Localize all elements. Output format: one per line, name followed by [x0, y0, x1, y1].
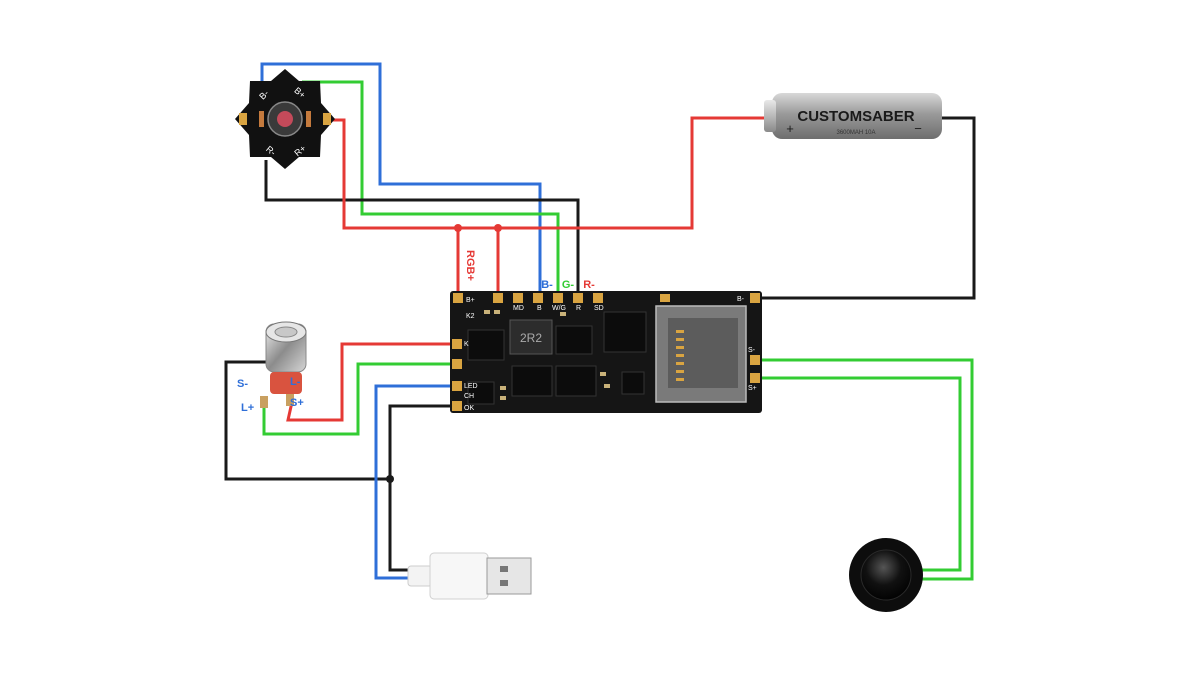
momentary-switch: S- L- L+ S+: [237, 321, 307, 414]
svg-text:LED: LED: [464, 383, 478, 390]
usb-connector-hole: [500, 580, 508, 586]
switch-led-ring: [270, 372, 302, 394]
usb-plug-body: [429, 552, 489, 600]
wire-switch-red: [286, 342, 458, 422]
sd-card-slot-inner: [668, 318, 738, 388]
board-right-pads: [750, 355, 760, 383]
led-pad: [239, 113, 247, 125]
wire-led-red: [330, 116, 775, 230]
battery-body: [772, 93, 942, 139]
speaker: [849, 538, 923, 612]
board-left-pads: [452, 339, 462, 411]
speaker-cone: [860, 549, 912, 601]
wire-battery-negative: [756, 116, 976, 300]
board-chip: [621, 371, 645, 395]
usb-connector-hole: [500, 566, 508, 572]
svg-text:K: K: [464, 341, 469, 348]
board-chip: [555, 325, 593, 355]
svg-text:B: B: [537, 305, 542, 312]
wire-junction: [386, 475, 394, 483]
switch-label-s-plus: S+: [290, 397, 304, 409]
led-pad: [323, 113, 331, 125]
battery-cell: CUSTOMSABER + − 3600MAH 10A: [764, 93, 942, 139]
rgb-led-star: B- B+ R- R+: [235, 69, 335, 169]
led-pad: [306, 111, 311, 127]
switch-lug: [260, 396, 268, 408]
svg-text:B+: B+: [466, 297, 475, 304]
switch-label-l-minus: L-: [290, 376, 301, 388]
board-label-r-minus: R-: [583, 279, 595, 291]
battery-plus: +: [786, 121, 794, 136]
board-chip: [467, 329, 505, 361]
svg-text:CH: CH: [464, 393, 474, 400]
svg-text:S-: S-: [748, 347, 756, 354]
led-pad: [259, 111, 264, 127]
battery-minus: −: [914, 121, 922, 136]
board-chip: [467, 381, 495, 405]
wire-speaker-1: [760, 358, 974, 581]
board-inductor: [509, 319, 553, 355]
board-silkscreen: B+ K2 K LED CH OK MD B W/G R SD B- S- S+: [464, 296, 757, 412]
wires: [224, 62, 976, 581]
board-chip: [511, 365, 553, 397]
svg-text:B-: B-: [737, 296, 745, 303]
wire-junction: [454, 224, 462, 232]
sound-board: RGB+ B- G- R- 2R: [450, 250, 762, 413]
usb-charging-plug: [407, 552, 532, 600]
svg-text:S+: S+: [748, 385, 757, 392]
board-label-rgb-plus: RGB+: [464, 250, 476, 281]
switch-label-l-plus: L+: [241, 402, 254, 414]
board-smd-parts: [484, 310, 610, 400]
switch-button: [274, 326, 298, 338]
wire-led-black: [264, 160, 580, 296]
battery-brand: CUSTOMSABER: [797, 108, 914, 125]
sd-card-contacts: [676, 330, 684, 381]
board-chip: [603, 311, 647, 353]
svg-text:OK: OK: [464, 405, 474, 412]
svg-text:MD: MD: [513, 305, 524, 312]
switch-label-s-minus: S-: [237, 378, 248, 390]
board-chip: [555, 365, 597, 397]
switch-lug: [286, 394, 294, 406]
led-die: [277, 111, 293, 127]
wire-led-green: [302, 80, 560, 296]
svg-text:W/G: W/G: [552, 305, 566, 312]
wire-junction: [494, 224, 502, 232]
svg-text:R: R: [576, 305, 581, 312]
wire-usb-black: [388, 404, 458, 572]
wire-switch-black: [224, 360, 390, 481]
usb-cable-strain: [407, 565, 433, 587]
battery-spec: 3600MAH 10A: [836, 130, 875, 136]
wire-switch-green: [262, 362, 458, 436]
battery-cap: [764, 100, 776, 132]
board-label-b-minus: B-: [541, 279, 553, 291]
board-top-pads: [453, 293, 760, 303]
svg-text:SD: SD: [594, 305, 604, 312]
usb-connector: [486, 557, 532, 595]
svg-text:K2: K2: [466, 313, 475, 320]
wire-usb-blue: [374, 384, 458, 580]
wire-speaker-2: [760, 376, 962, 572]
board-label-g-minus: G-: [562, 279, 575, 291]
board-inductor-label: 2R2: [520, 331, 542, 345]
wire-led-blue: [260, 62, 542, 296]
